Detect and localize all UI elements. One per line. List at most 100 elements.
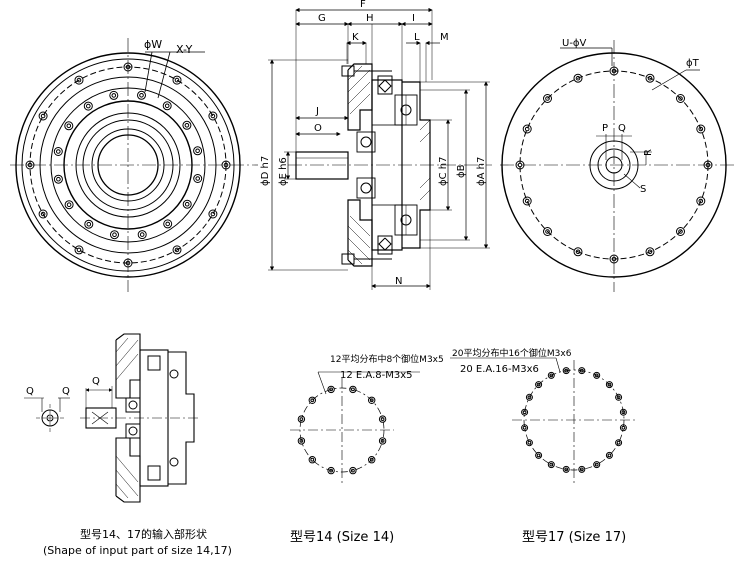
dim-g: G	[318, 13, 326, 24]
rear-hole	[573, 73, 583, 83]
front-outer-hole-inner	[27, 162, 33, 168]
size14-hole-inner	[351, 387, 355, 392]
size14-hole	[349, 385, 357, 394]
size17-hole	[578, 465, 586, 473]
rear-hole	[696, 196, 706, 206]
front-outer-hole-inner	[210, 211, 216, 217]
rear-bolt-holes	[515, 66, 713, 264]
front-view	[10, 38, 258, 292]
size17-hole-inner	[549, 373, 554, 378]
size17-hole-inner	[607, 382, 612, 387]
size17-hole	[605, 381, 613, 389]
size17-hole	[562, 367, 570, 375]
size17-hole-inner	[536, 382, 541, 387]
front-inner-hole	[110, 230, 119, 240]
size14-holes	[297, 385, 387, 475]
front-outer-hole-inner	[223, 162, 229, 168]
size17-hole-inner	[579, 467, 584, 472]
rear-view-labels: U-ϕV ϕT P Q R S	[562, 38, 700, 195]
front-inner-hole-inner	[56, 149, 61, 154]
front-outer-hole-inner	[125, 260, 131, 266]
size17-hole	[521, 424, 529, 432]
dim-o: O	[314, 123, 322, 134]
front-bolt-holes	[25, 62, 231, 268]
size14-hole	[368, 456, 376, 464]
size17-hole	[525, 393, 533, 401]
size17-hole-inner	[527, 395, 532, 400]
front-outer-hole	[25, 160, 35, 170]
front-inner-hole-inner	[86, 221, 92, 227]
front-outer-hole-inner	[210, 113, 216, 119]
rear-hole	[522, 196, 532, 206]
size14-hole-inner	[329, 387, 334, 392]
size14-hole	[378, 415, 387, 423]
front-outer-hole	[38, 209, 48, 219]
size14-hole	[368, 396, 376, 404]
size14-hole	[327, 466, 335, 475]
dim-i: I	[412, 13, 415, 24]
size14-hole	[308, 456, 316, 464]
size17-hole	[593, 371, 601, 379]
size14-hole	[308, 396, 316, 404]
size14-pattern	[290, 371, 420, 484]
rear-hole-inner	[545, 229, 550, 234]
label-uv: U-ϕV	[562, 38, 587, 49]
rear-hole	[522, 124, 532, 134]
label-w: ϕW	[144, 38, 162, 51]
dim-h: H	[366, 13, 374, 24]
front-inner-hole-inner	[66, 123, 72, 129]
size14-hole	[349, 466, 357, 475]
front-inner-hole-inner	[195, 148, 200, 154]
size14-hole-inner	[369, 398, 374, 403]
rear-hole	[676, 94, 685, 103]
front-outer-hole-inner	[174, 77, 180, 83]
size17-hole-inner	[594, 462, 599, 467]
size17-hole-inner	[621, 425, 626, 430]
size17-hole	[535, 451, 543, 459]
rear-hole-inner	[698, 126, 704, 132]
dim-f: F	[360, 0, 366, 10]
front-inner-hole-inner	[86, 103, 91, 109]
front-outer-hole-inner	[174, 247, 180, 253]
front-outer-hole	[172, 75, 182, 85]
size14-hole-inner	[299, 439, 304, 443]
dim-j: J	[315, 106, 319, 117]
front-outer-hole	[74, 245, 84, 255]
rear-hole	[645, 73, 655, 83]
detail-label-q-right: Q	[92, 376, 100, 387]
size17-hole	[615, 439, 623, 447]
front-inner-hole-inner	[164, 103, 170, 109]
size14-hole-inner	[351, 468, 355, 473]
front-inner-hole	[137, 230, 147, 240]
size14-hole-inner	[310, 398, 315, 403]
rear-view	[500, 40, 736, 292]
section-dimension-labels: F G H I K L M J O ϕD h7 ϕE h6 ϕC h7 ϕB ϕ…	[260, 0, 487, 287]
size17-hole-inner	[564, 368, 569, 373]
label-q: Q	[618, 123, 626, 134]
dim-b: ϕB	[456, 164, 467, 178]
size17-hole	[525, 439, 533, 447]
label-p: P	[602, 123, 608, 134]
front-inner-hole-inner	[139, 232, 145, 237]
rear-hole	[543, 227, 552, 236]
size14-note-en: 12 E.A.8-M3x5	[340, 370, 413, 381]
front-inner-hole	[163, 219, 173, 229]
dim-c: ϕC h7	[438, 157, 449, 186]
detail-labels: Q Q Q	[26, 376, 100, 397]
front-inner-hole	[84, 219, 94, 229]
front-inner-hole-inner	[165, 221, 170, 227]
size17-hole-inner	[616, 395, 621, 400]
rear-hole	[703, 160, 713, 170]
size14-hole	[297, 415, 306, 423]
size14-hole-inner	[299, 417, 304, 422]
label-s: S	[640, 184, 646, 195]
size17-caption: 型号17 (Size 17)	[522, 530, 627, 545]
front-outer-hole	[221, 160, 231, 170]
label-xy: X-Y	[176, 43, 193, 56]
rear-hole-inner	[611, 68, 617, 74]
input-part-detail	[24, 333, 200, 503]
dim-k: K	[352, 32, 359, 43]
rear-hole	[696, 124, 706, 134]
front-inner-hole	[193, 146, 203, 156]
